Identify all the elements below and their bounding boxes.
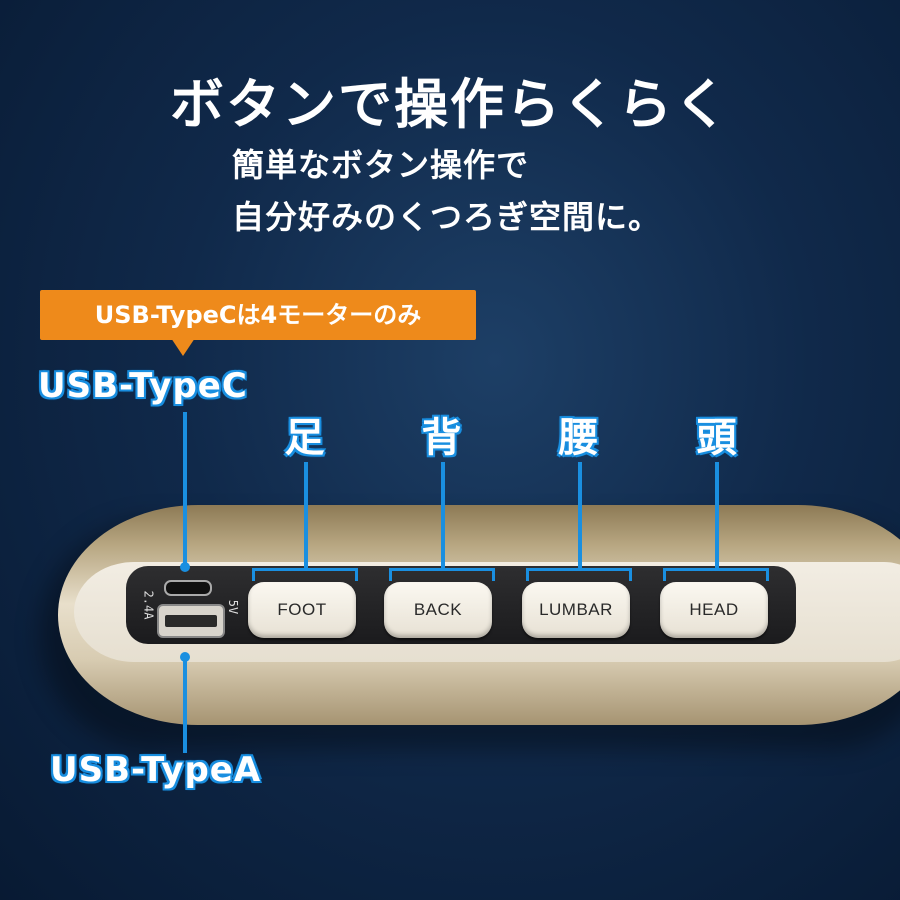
- foot-bracket: [252, 568, 358, 581]
- lumbar-kanji-label: 腰: [558, 415, 600, 461]
- foot-leader-line: [304, 462, 308, 570]
- back-bracket: [389, 568, 495, 581]
- lumbar-leader-line: [578, 462, 582, 570]
- head-button[interactable]: HEAD: [660, 582, 768, 638]
- usb-a-port: [157, 604, 225, 638]
- head-leader-line: [715, 462, 719, 570]
- current-label: 2.4A: [141, 590, 156, 620]
- headline: ボタンで操作らくらく: [170, 73, 730, 136]
- voltage-label: 5V: [226, 599, 241, 615]
- lumbar-button[interactable]: LUMBAR: [522, 582, 630, 638]
- foot-kanji-label: 足: [284, 415, 326, 461]
- back-kanji-label: 背: [421, 415, 463, 461]
- usb-c-leader-line: [183, 412, 187, 570]
- usb-c-callout: USB-TypeC: [38, 366, 248, 406]
- usb-c-note-badge: USB-TypeCは4モーターのみ: [40, 290, 476, 340]
- usb-c-port: [164, 580, 212, 596]
- back-button[interactable]: BACK: [384, 582, 492, 638]
- subtitle-line-2: 自分好みのくつろぎ空間に。: [232, 198, 662, 236]
- foot-button[interactable]: FOOT: [248, 582, 356, 638]
- usb-a-callout: USB-TypeA: [50, 750, 262, 790]
- usb-a-leader-dot: [180, 652, 190, 662]
- badge-pointer: [171, 338, 195, 356]
- subtitle-line-1: 簡単なボタン操作で: [232, 146, 530, 184]
- usb-c-leader-dot: [180, 562, 190, 572]
- back-leader-line: [441, 462, 445, 570]
- usb-a-leader-line: [183, 658, 187, 753]
- head-bracket: [663, 568, 769, 581]
- lumbar-bracket: [526, 568, 632, 581]
- head-kanji-label: 頭: [696, 415, 738, 461]
